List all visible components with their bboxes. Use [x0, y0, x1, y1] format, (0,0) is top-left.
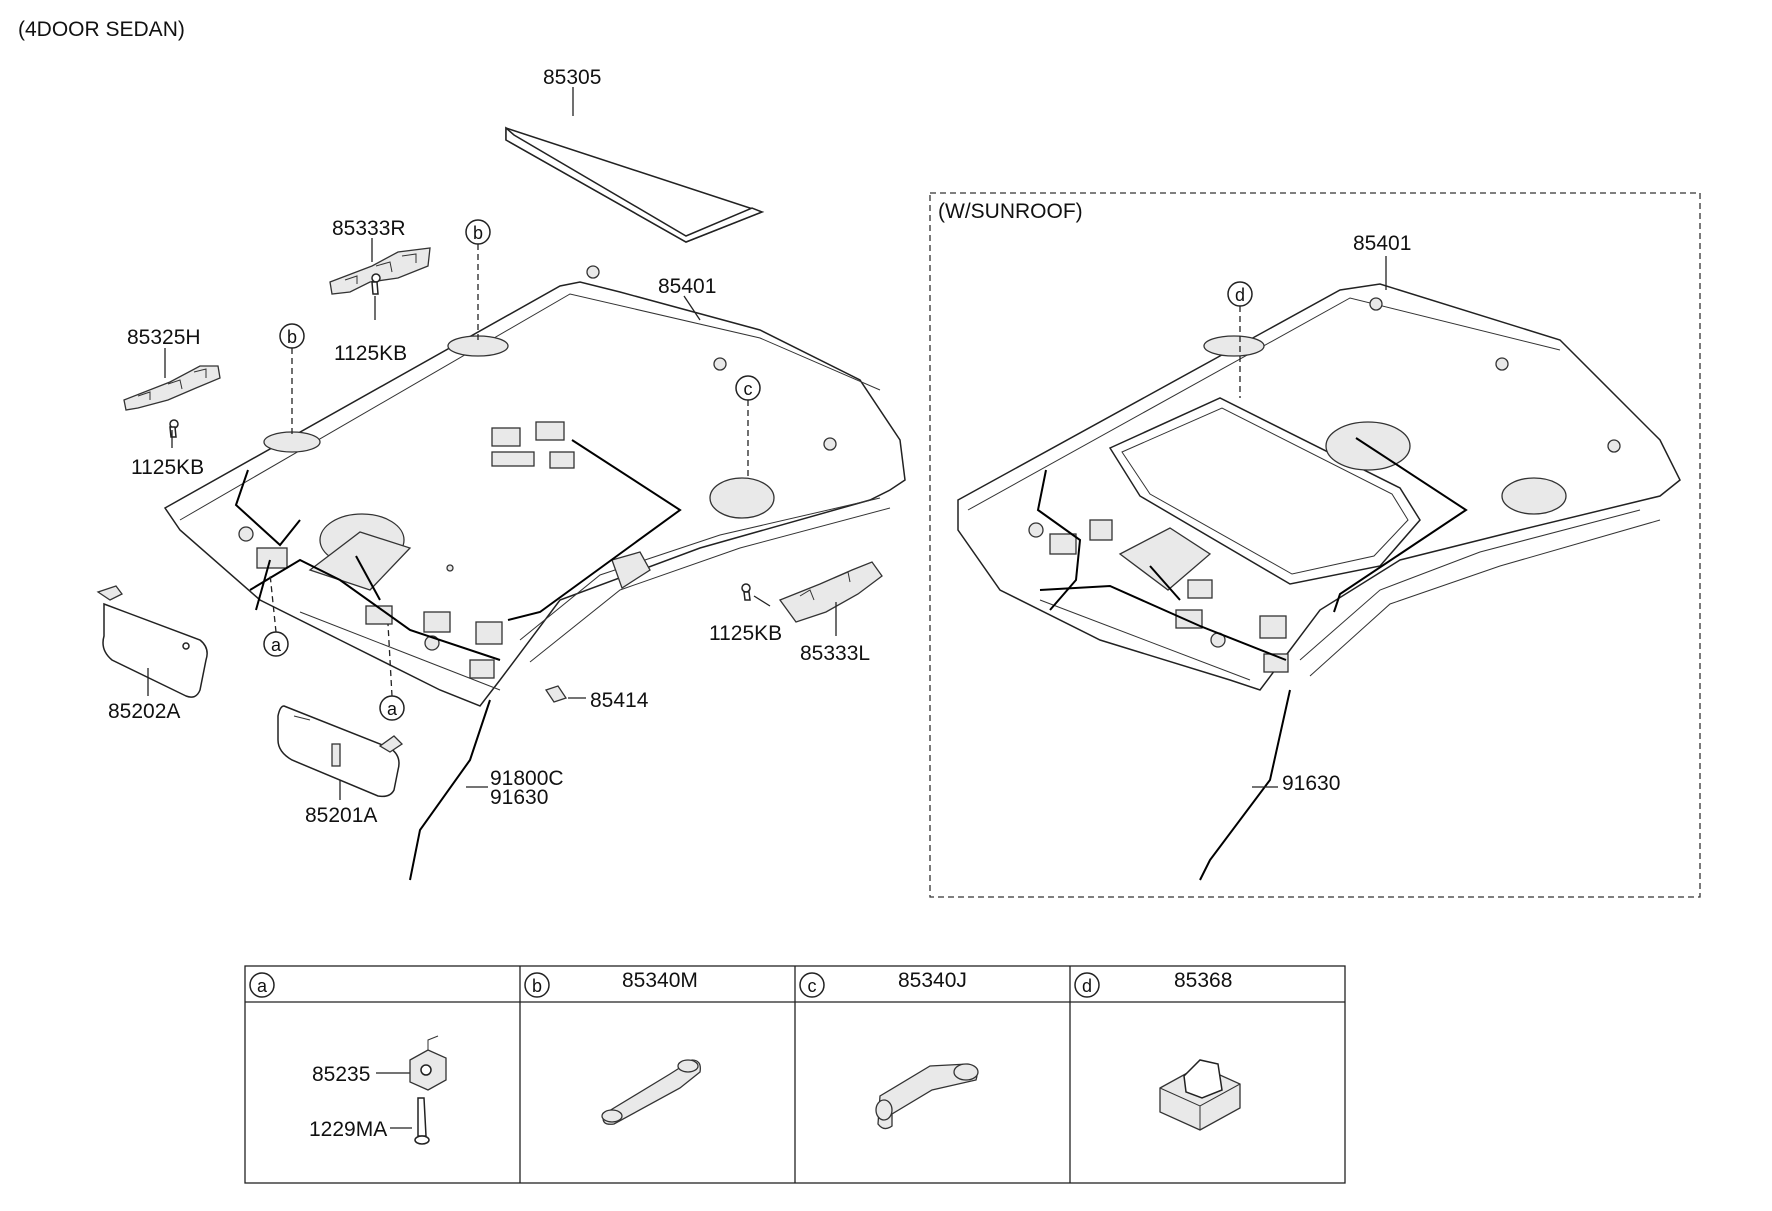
part-85325H-bracket[interactable]: [123, 365, 221, 411]
svg-text:a: a: [257, 976, 268, 996]
part-85414-clip[interactable]: [544, 685, 568, 703]
label-85401-sr[interactable]: 85401: [1353, 232, 1411, 255]
label-91800C[interactable]: 91800C: [490, 767, 564, 790]
assist-handle-85340M-icon: [601, 1059, 701, 1125]
screw-1125KB-a[interactable]: [371, 273, 381, 295]
label-85201A[interactable]: 85201A: [305, 804, 377, 827]
label-85414[interactable]: 85414: [590, 689, 649, 712]
label-1125KB-a[interactable]: 1125KB: [334, 342, 407, 365]
svg-text:d: d: [1082, 976, 1092, 996]
svg-text:b: b: [532, 976, 542, 996]
clip-85235-icon: [409, 1035, 447, 1091]
headliner-details: [238, 265, 837, 679]
label-85401[interactable]: 85401: [658, 275, 716, 298]
svg-text:b: b: [473, 223, 483, 243]
callout-a-2[interactable]: a: [379, 695, 405, 721]
callout-d-1[interactable]: d: [1227, 281, 1253, 307]
part-85202A-sunvisor[interactable]: [96, 585, 208, 698]
legend-table: [244, 965, 1346, 1184]
legend-cell-a[interactable]: a 85235 1229MA: [249, 972, 447, 1145]
label-85340J[interactable]: 85340J: [898, 969, 967, 992]
svg-text:b: b: [287, 327, 297, 347]
legend-cell-b[interactable]: b 85340M: [524, 969, 701, 1125]
svg-text:c: c: [744, 379, 753, 399]
label-85333R[interactable]: 85333R: [332, 217, 406, 240]
callout-c-1[interactable]: c: [735, 375, 761, 401]
label-1125KB-c[interactable]: 1125KB: [709, 622, 782, 645]
label-85305[interactable]: 85305: [543, 66, 601, 89]
callout-a-1[interactable]: a: [263, 631, 289, 657]
leader-85401: [683, 295, 701, 321]
label-85368[interactable]: 85368: [1174, 969, 1232, 992]
callout-b-1[interactable]: b: [465, 219, 491, 245]
screw-1125KB-b[interactable]: [169, 419, 179, 438]
sunroof-variant-box: [929, 192, 1701, 898]
part-85401-headliner[interactable]: [163, 281, 906, 707]
label-91630-sr[interactable]: 91630: [1282, 772, 1340, 795]
legend-cell-d[interactable]: d 85368: [1074, 969, 1241, 1131]
screw-1229MA-icon: [414, 1097, 430, 1145]
screw-1125KB-c[interactable]: [741, 583, 751, 601]
part-85333L-bracket[interactable]: [778, 561, 883, 623]
part-85305-pad[interactable]: [505, 126, 765, 243]
svg-text:d: d: [1235, 285, 1245, 305]
assist-handle-85340J-icon: [875, 1063, 979, 1130]
svg-text:a: a: [387, 699, 398, 719]
label-85202A[interactable]: 85202A: [108, 700, 180, 723]
sunroof-wiring: [1036, 437, 1468, 881]
label-85325H[interactable]: 85325H: [127, 326, 201, 349]
leader-1125KB-c: [753, 595, 771, 607]
label-85235[interactable]: 85235: [312, 1063, 370, 1086]
clip-85368-icon: [1159, 1059, 1241, 1131]
label-85340M[interactable]: 85340M: [622, 969, 698, 992]
callout-b-2[interactable]: b: [279, 323, 305, 349]
sunroof-title: (W/SUNROOF): [938, 200, 1083, 223]
label-91630-a[interactable]: 91630: [490, 786, 548, 809]
label-1125KB-b[interactable]: 1125KB: [131, 456, 204, 479]
legend-cell-c[interactable]: c 85340J: [799, 969, 979, 1130]
part-85201A-sunvisor[interactable]: [277, 705, 404, 798]
label-1229MA[interactable]: 1229MA: [309, 1118, 387, 1141]
svg-text:c: c: [808, 976, 817, 996]
svg-text:a: a: [271, 635, 282, 655]
headliner-wiring: [234, 439, 682, 881]
leader-a-2: [387, 623, 393, 697]
label-85333L[interactable]: 85333L: [800, 642, 870, 665]
sunroof-opening[interactable]: [1108, 397, 1421, 585]
part-85333R-bracket[interactable]: [329, 247, 431, 295]
variant-title: (4DOOR SEDAN): [18, 18, 185, 41]
